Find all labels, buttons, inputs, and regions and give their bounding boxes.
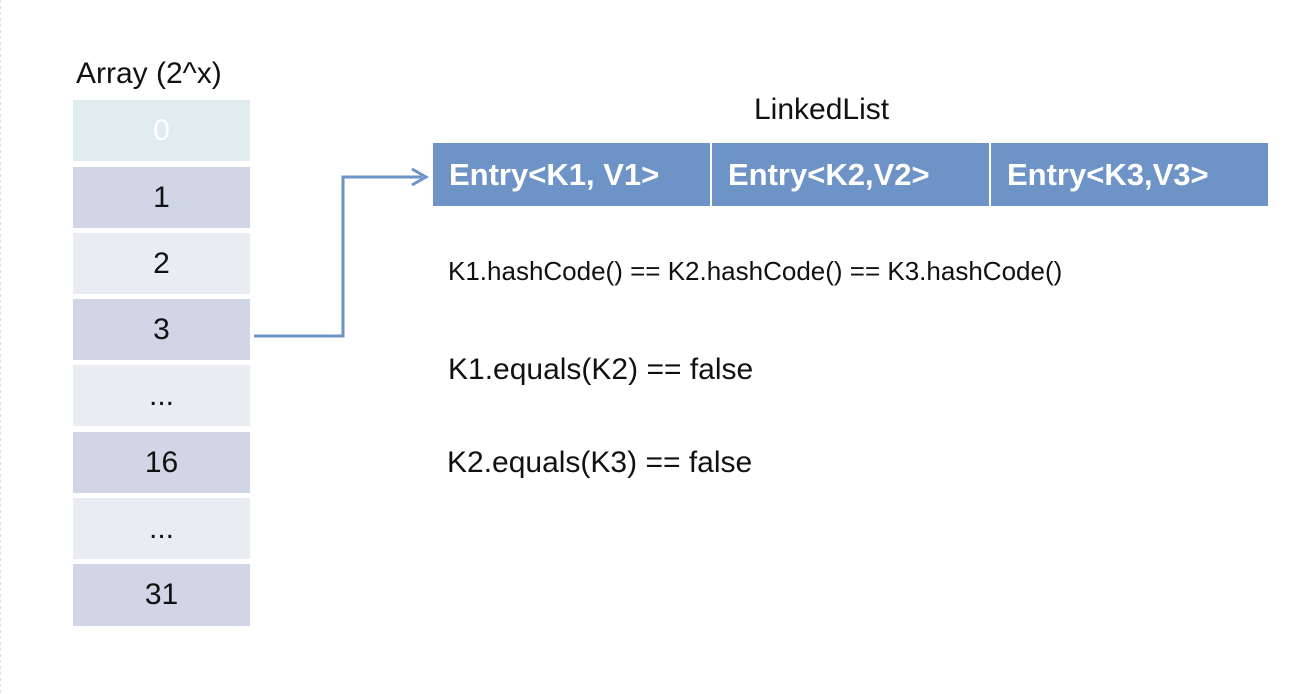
hashcode-equality-note: K1.hashCode() == K2.hashCode() == K3.has… xyxy=(448,256,1063,286)
array-cell-16: 16 xyxy=(73,432,250,493)
linkedlist-title: LinkedList xyxy=(754,93,890,126)
array-cell-2: 2 xyxy=(73,233,250,294)
equals-k2-k3-note: K2.equals(K3) == false xyxy=(447,446,753,479)
array-cell-1: 1 xyxy=(73,167,250,228)
array-title: Array (2^x) xyxy=(76,57,222,90)
left-edge-dots xyxy=(0,0,6,694)
array-cell-31: 31 xyxy=(73,564,250,626)
entry-node-1: Entry<K1, V1> xyxy=(433,143,710,206)
entry-node-3: Entry<K3,V3> xyxy=(991,143,1268,206)
array-cell-0: 0 xyxy=(73,100,250,161)
array-cell-ellipsis-1: ... xyxy=(73,365,250,426)
array-cell-ellipsis-2: ... xyxy=(73,498,250,559)
entry-node-2: Entry<K2,V2> xyxy=(712,143,989,206)
equals-k1-k2-note: K1.equals(K2) == false xyxy=(448,353,754,386)
array-cell-3: 3 xyxy=(73,299,250,360)
